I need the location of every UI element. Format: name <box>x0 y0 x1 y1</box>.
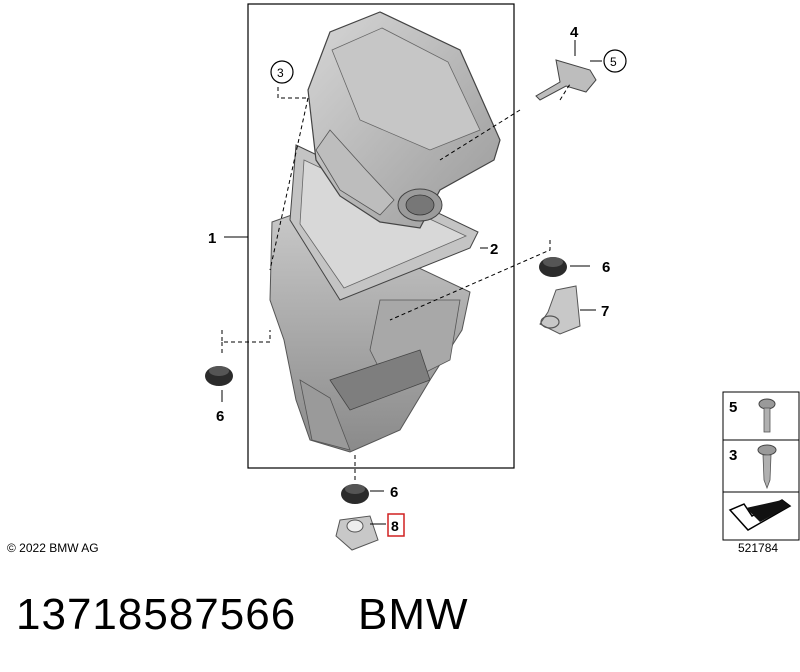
callout-6-right: 6 <box>602 259 610 276</box>
bracket-part-8 <box>335 515 379 551</box>
callout-3: 3 <box>277 66 284 80</box>
callout-6-bottom: 6 <box>390 484 398 501</box>
bracket-part-7 <box>539 285 581 335</box>
callout-2: 2 <box>490 241 498 258</box>
callout-8-highlight <box>387 513 405 537</box>
callout-3-ring <box>270 60 294 84</box>
callout-1: 1 <box>208 230 216 247</box>
self-tapping-screw-icon <box>757 444 777 490</box>
callout-6-left: 6 <box>216 408 224 425</box>
callout-5-ring <box>603 49 627 73</box>
callout-8: 8 <box>391 518 399 534</box>
solid-leaders <box>221 40 602 525</box>
callout-7: 7 <box>601 303 609 320</box>
grommet-part-6-left <box>205 366 233 386</box>
dashed-leaders <box>221 83 571 480</box>
view-direction-arrow-icon <box>728 499 792 531</box>
part-number: 13718587566 <box>16 590 297 639</box>
grommet-part-6-bottom <box>341 484 369 504</box>
assembly-frame <box>247 3 515 469</box>
callout-4: 4 <box>570 24 579 41</box>
copyright-notice: © 2022 BMW AG <box>7 541 99 555</box>
upper-cover <box>307 11 501 229</box>
grommet-part-6-right <box>539 257 567 277</box>
screw-icon <box>758 398 776 433</box>
brand-name: BMW <box>358 590 469 639</box>
legend-row-5-number: 5 <box>729 399 737 416</box>
screw-part-4 <box>535 59 597 101</box>
callout-5: 5 <box>610 55 617 69</box>
lower-housing <box>269 211 471 453</box>
diagram-reference-number: 521784 <box>738 541 779 555</box>
legend-row-3-number: 3 <box>729 447 737 464</box>
